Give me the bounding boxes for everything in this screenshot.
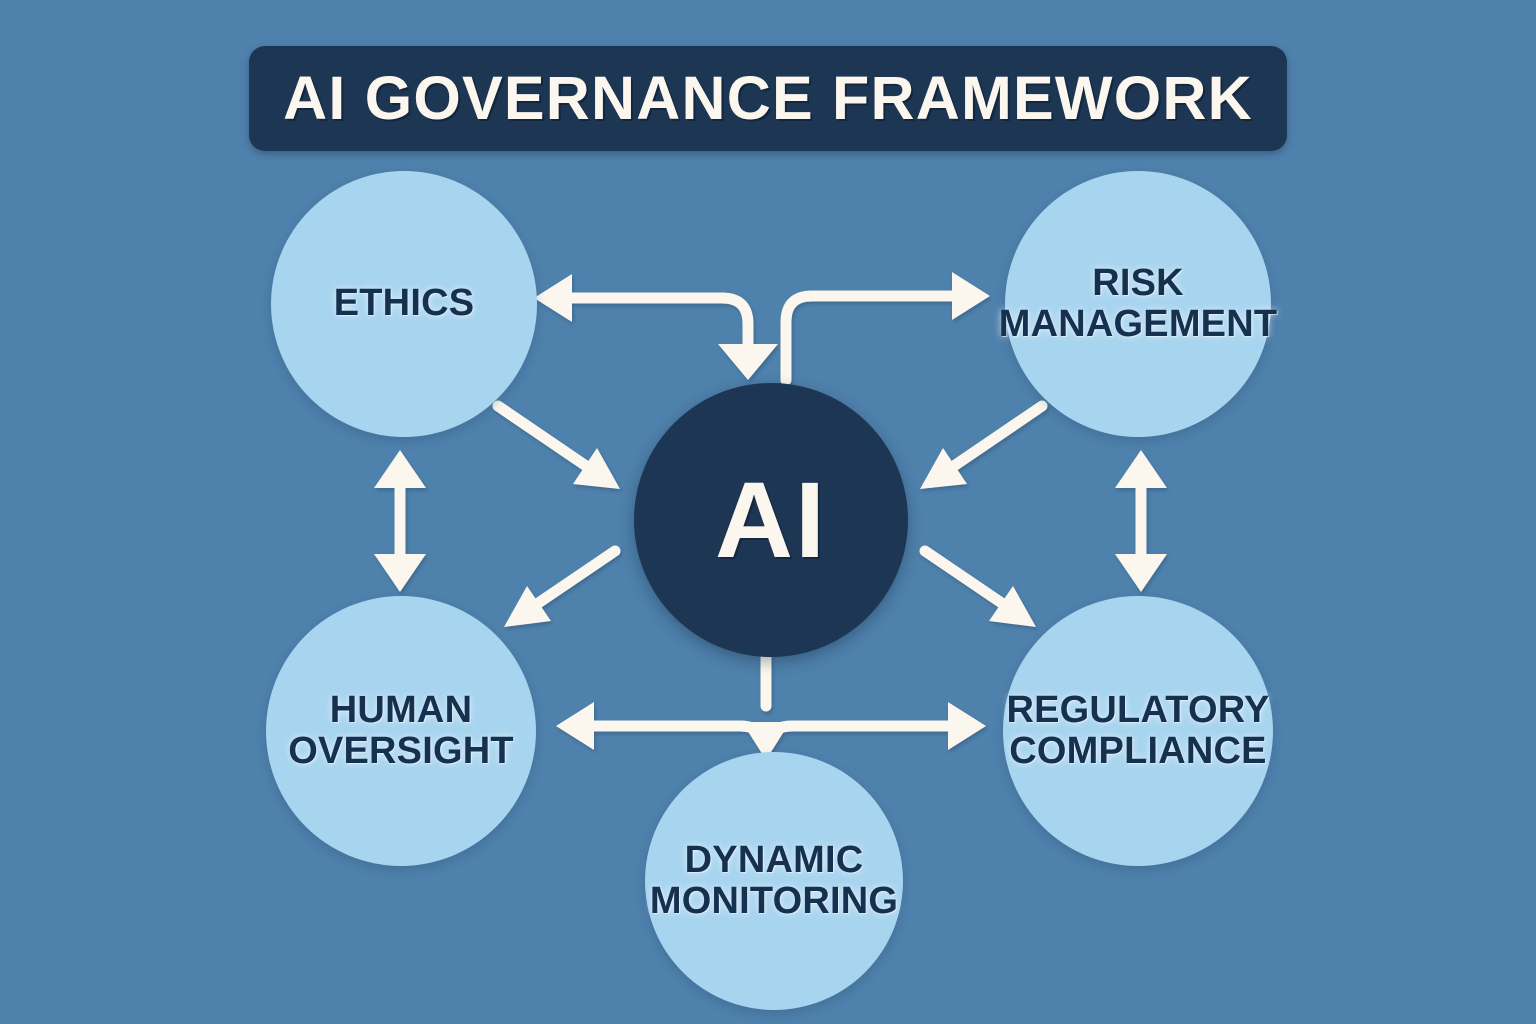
- node-ethics-label: ETHICS: [333, 282, 475, 325]
- node-risk-management-label: RISK MANAGEMENT: [998, 261, 1278, 345]
- node-regulatory-compliance-label: REGULATORY COMPLIANCE: [1006, 688, 1270, 772]
- node-dynamic-monitoring[interactable]: DYNAMIC MONITORING: [645, 752, 903, 1010]
- connector-ai-risk-elbow: [780, 272, 990, 386]
- connector-risk-ai-diagonal: [920, 400, 1048, 489]
- node-human-oversight[interactable]: HUMAN OVERSIGHT: [266, 596, 536, 866]
- connector-ai-regulatory-diagonal: [919, 545, 1036, 627]
- connector-ethics-ai-diagonal: [492, 400, 620, 489]
- node-risk-management[interactable]: RISK MANAGEMENT: [999, 171, 1277, 437]
- connector-risk-regulatory-vertical: [1115, 450, 1167, 592]
- node-human-oversight-label: HUMAN OVERSIGHT: [288, 688, 514, 772]
- connector-ai-dynamic-trunk: [556, 644, 986, 760]
- diagram-title-banner: AI GOVERNANCE FRAMEWORK: [249, 46, 1287, 151]
- node-ethics[interactable]: ETHICS: [271, 171, 537, 437]
- node-dynamic-monitoring-label: DYNAMIC MONITORING: [649, 838, 899, 922]
- node-regulatory-compliance[interactable]: REGULATORY COMPLIANCE: [1003, 596, 1273, 866]
- connector-ethics-human-vertical: [374, 450, 426, 592]
- node-ai-center[interactable]: AI: [634, 383, 908, 657]
- connector-ethics-ai-elbow: [534, 274, 778, 380]
- connector-ai-human-diagonal: [504, 545, 621, 627]
- page-title: AI GOVERNANCE FRAMEWORK: [283, 64, 1253, 132]
- node-ai-center-label: AI: [715, 459, 827, 580]
